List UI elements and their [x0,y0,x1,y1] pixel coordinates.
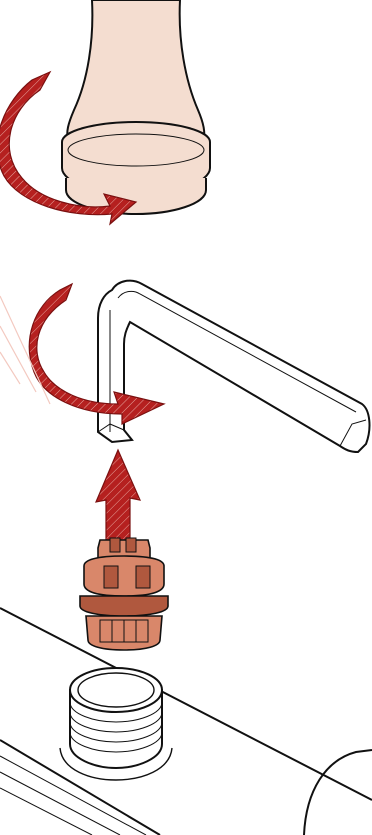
faucet-handle [62,0,210,214]
valve-cartridge [80,538,168,650]
faucet-body [0,608,372,835]
hex-key [98,281,369,452]
lift-out-arrow [96,450,140,548]
threaded-valve-seat [60,668,172,780]
